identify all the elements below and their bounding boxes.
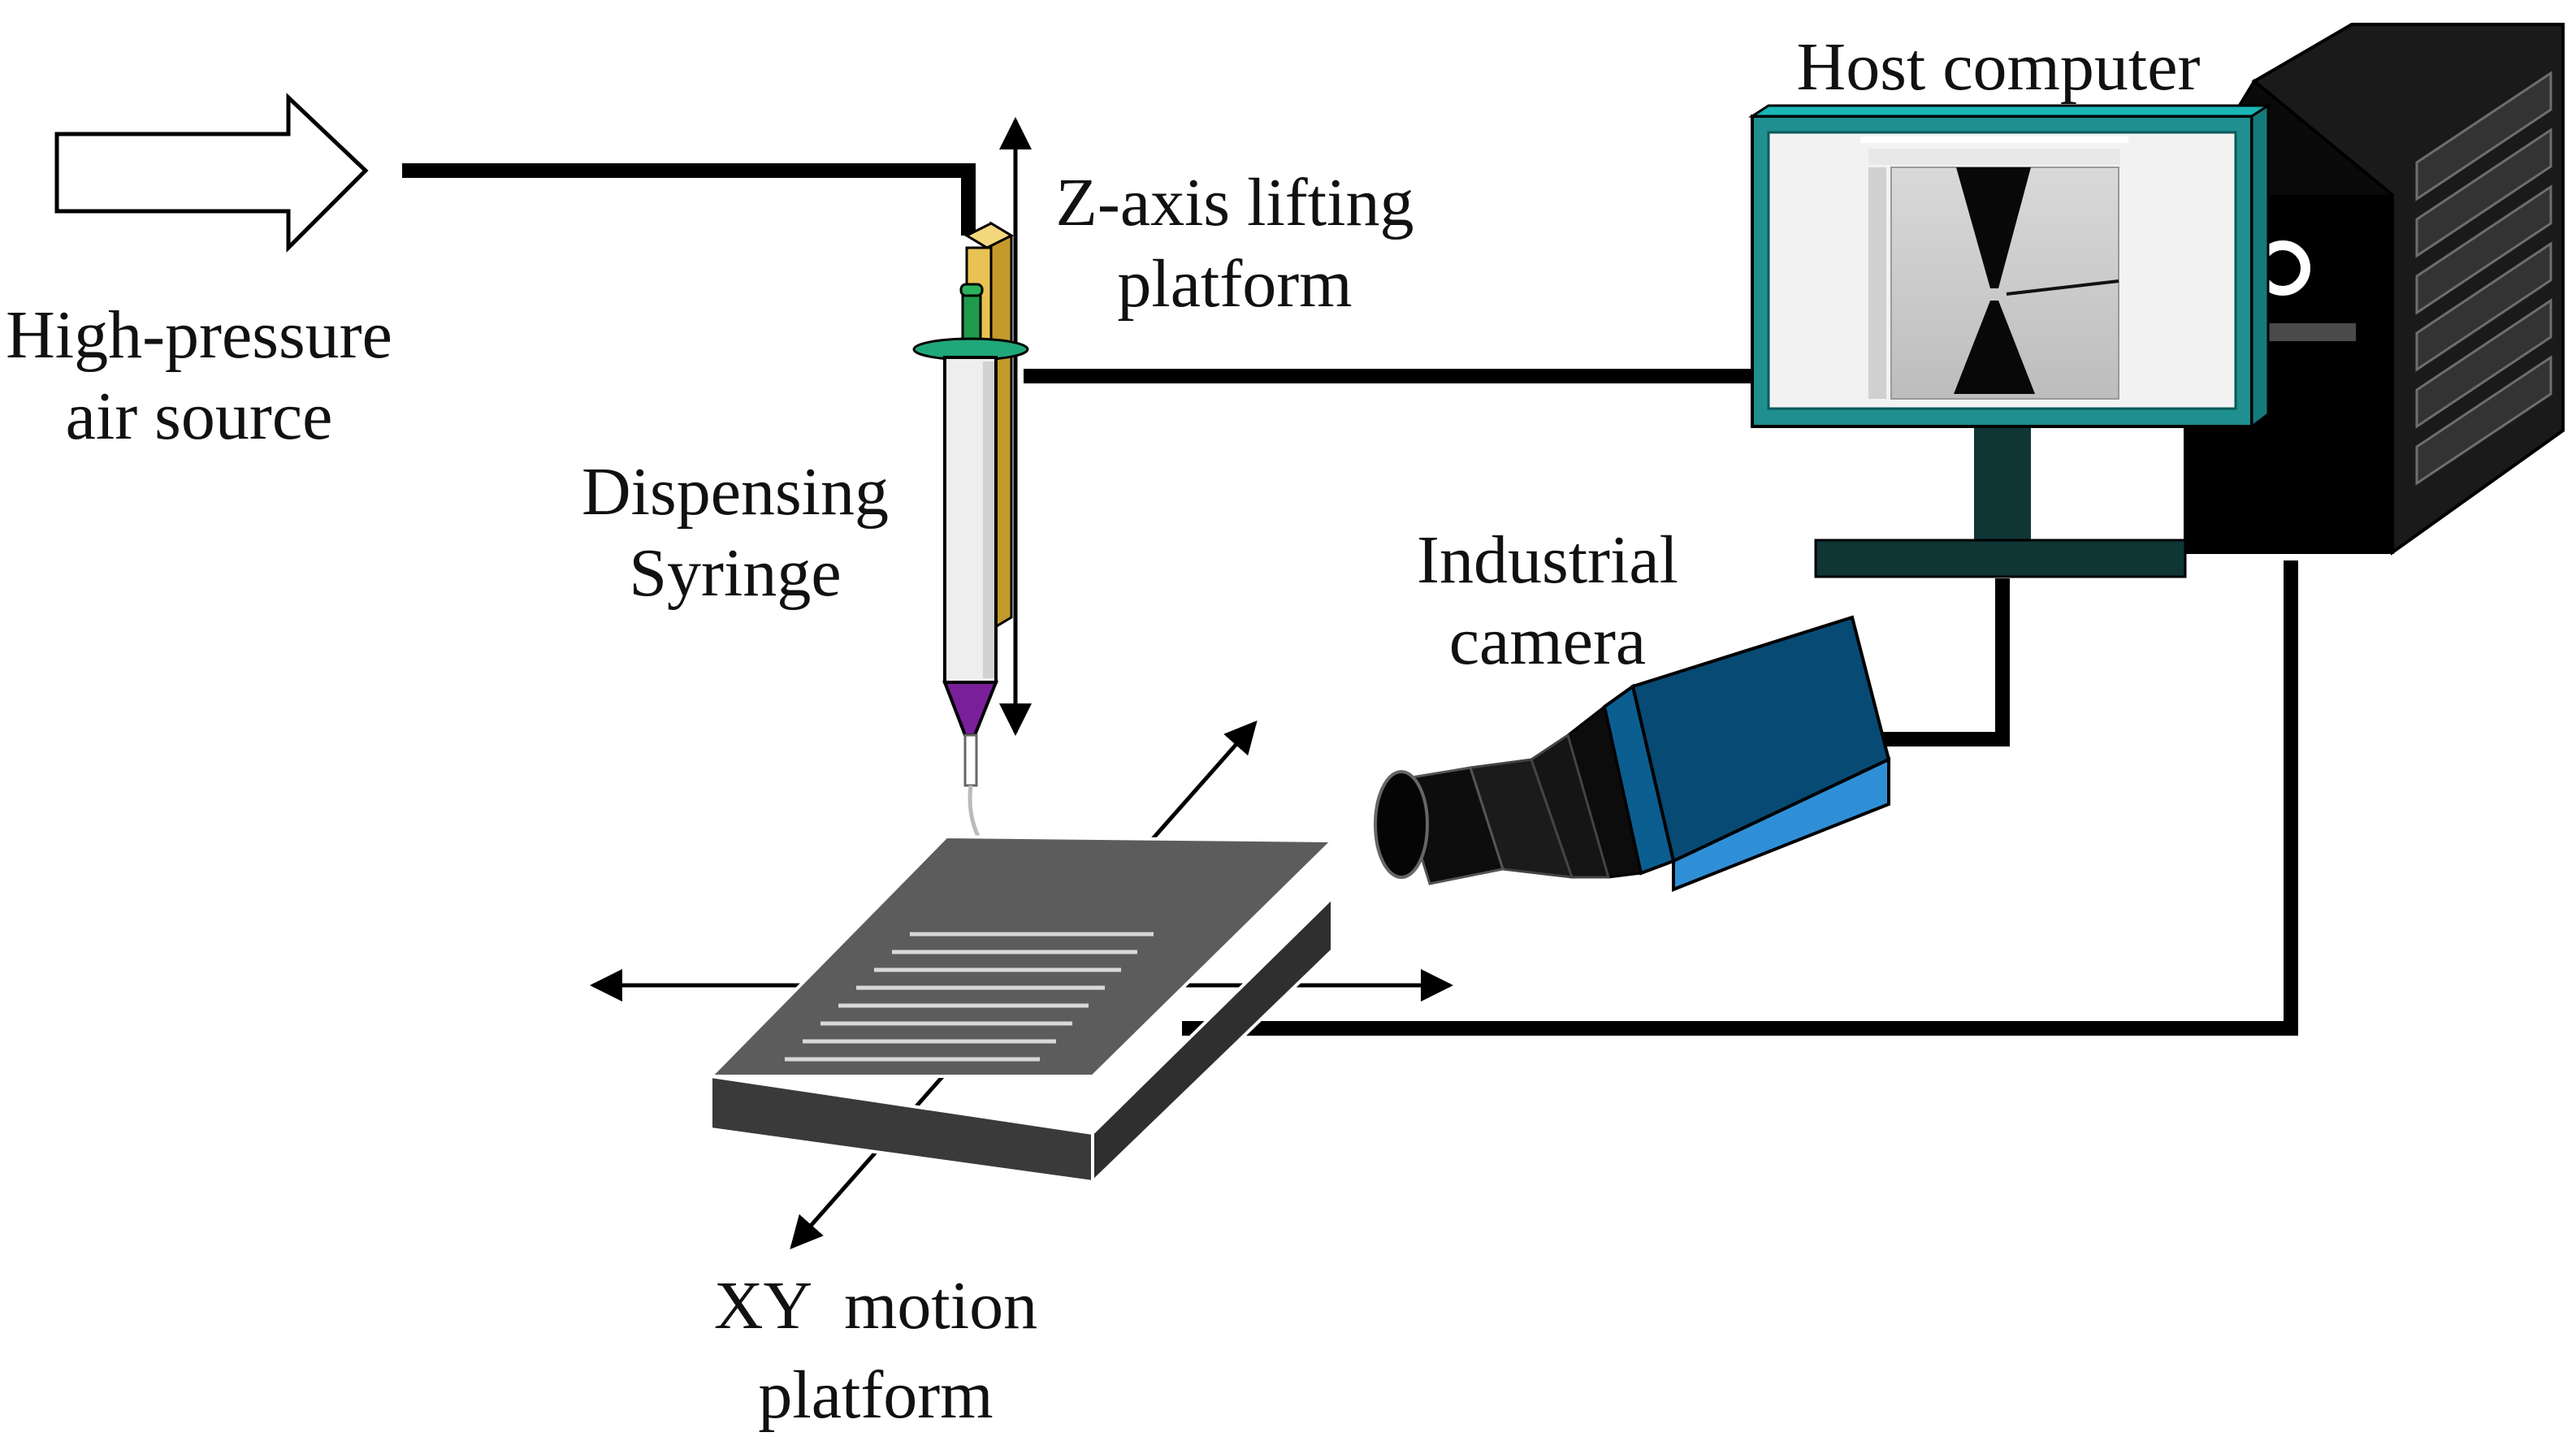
xy-motion-platform — [707, 834, 1336, 1184]
connection-lines — [402, 163, 2298, 1036]
printed-tracks — [785, 932, 1154, 1062]
xy-platform-label-line2: platform — [758, 1357, 993, 1433]
platform-tower-line — [1182, 560, 2298, 1036]
air-source-label-line1: High-pressure — [6, 297, 392, 373]
air-source-arrow-icon — [54, 93, 369, 253]
tower-vents — [2415, 71, 2552, 486]
droplet-silhouette — [1954, 301, 2035, 394]
camera-computer-line — [1860, 578, 2010, 746]
z-axis-label-line1: Z-axis lifting — [1056, 165, 1414, 240]
monitor-stand-base — [1814, 539, 2187, 578]
air-source-label-line2: air source — [66, 379, 333, 454]
camera-label-line1: Industrial — [1417, 522, 1678, 598]
monitor-icon — [1747, 103, 2273, 578]
industrial-camera-icon — [1374, 615, 1891, 892]
host-computer-label: Host computer — [1797, 29, 2201, 105]
nozzle-silhouette — [1956, 167, 2031, 288]
air-line — [402, 163, 976, 236]
camera-label-line2: camera — [1449, 604, 1646, 679]
monitor-stand-neck — [1974, 426, 2031, 556]
syringe-label-line2: Syringe — [629, 535, 841, 611]
xy-platform-label-line1: XY motion — [714, 1268, 1037, 1344]
labels: High-pressure air source Z-axis lifting … — [6, 29, 2200, 1433]
syringe-icon — [912, 283, 1029, 787]
z-axis-label-line2: platform — [1117, 246, 1352, 322]
drive-slot — [2250, 323, 2356, 341]
syringe-label-line1: Dispensing — [582, 454, 889, 530]
